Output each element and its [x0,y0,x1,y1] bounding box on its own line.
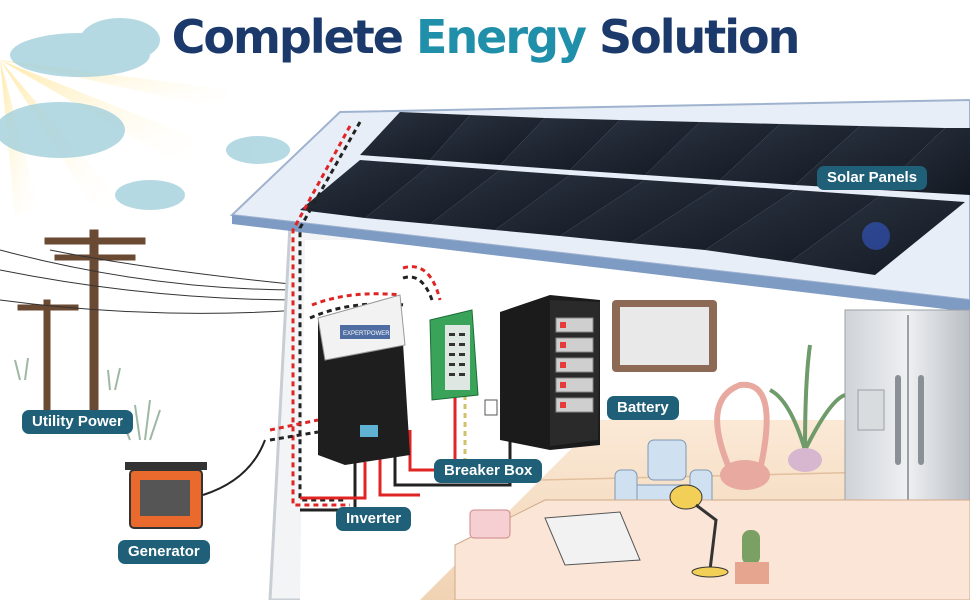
inverter-brand-text: EXPERTPOWER [343,331,390,337]
label-battery: Battery [607,396,679,420]
cactus-icon [735,530,769,584]
label-solar-panels: Solar Panels [817,166,928,190]
label-generator: Generator [118,540,210,564]
label-breaker-box: Breaker Box [434,459,543,483]
tv-icon [612,300,717,372]
generator-icon [125,462,207,529]
breaker-box-icon [429,309,498,416]
grass [14,357,161,441]
plant-icon [768,344,846,472]
label-inverter: Inverter [336,507,412,531]
battery-icon [500,295,600,450]
vacuum-icon [714,381,770,490]
lamp-icon [669,484,729,578]
utility-pole-icon [0,229,301,416]
solar-panels [300,112,970,275]
page-title: Complete Energy Solution [0,10,970,64]
inverter-icon: EXPERTPOWER [317,294,410,465]
cloud-icon [0,18,290,210]
fridge-icon [844,309,970,521]
title-part-3: Solution [584,10,800,64]
label-utility-power: Utility Power [22,410,133,434]
title-part-1: Complete [171,10,417,64]
title-part-2: Energy [416,10,587,64]
